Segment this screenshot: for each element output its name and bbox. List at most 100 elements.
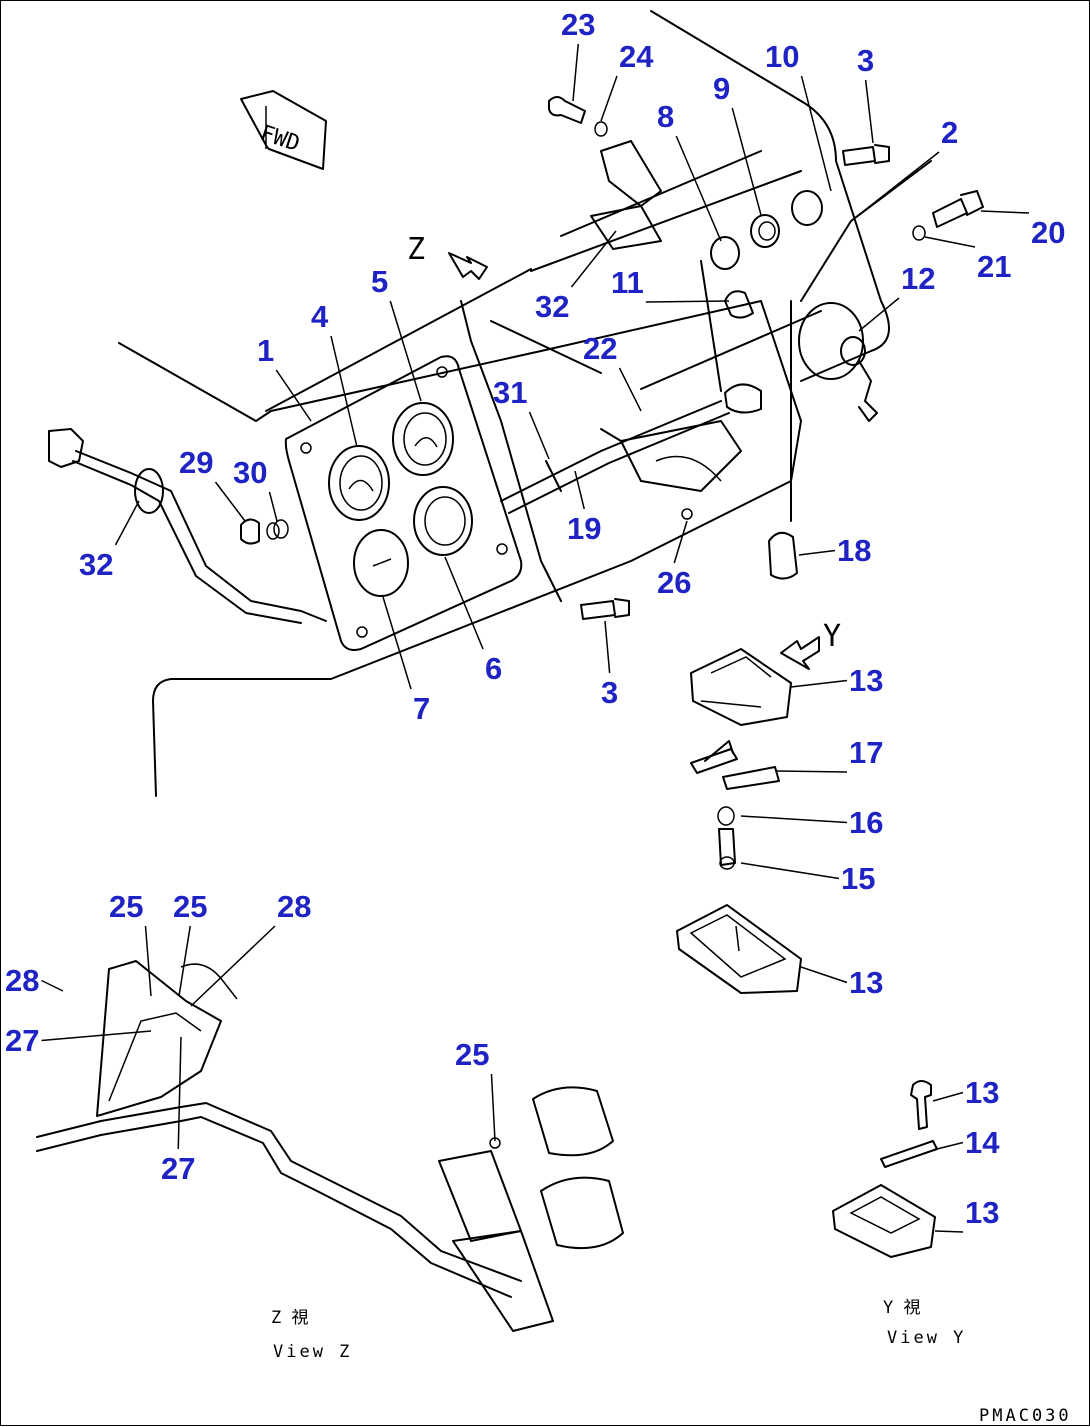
callout-28: 28 <box>5 963 39 998</box>
leader-line-27 <box>41 1030 152 1042</box>
leader-line-13 <box>934 1230 964 1233</box>
leader-line-24 <box>600 75 618 122</box>
callout-32: 32 <box>535 289 569 324</box>
leader-line-8 <box>675 135 722 242</box>
callout-3: 3 <box>857 43 874 78</box>
harness-bar <box>500 400 730 514</box>
callout-22: 22 <box>583 331 617 366</box>
callout-27: 27 <box>161 1151 195 1186</box>
z-arrow-label: Z <box>407 232 425 267</box>
leader-line-1 <box>275 369 312 422</box>
callout-24: 24 <box>619 39 654 74</box>
leader-line-29 <box>214 481 246 522</box>
gauge-5 <box>392 402 454 476</box>
bolt-3-mid <box>580 598 630 620</box>
fuses-17 <box>690 740 780 790</box>
leader-line-13 <box>932 1091 964 1102</box>
leader-line-31 <box>528 411 550 460</box>
leader-line-17 <box>776 770 848 773</box>
leader-line-5 <box>389 300 422 402</box>
leader-line-32 <box>114 500 140 546</box>
leader-line-27 <box>177 1036 182 1150</box>
key-switch-12 <box>798 302 878 422</box>
connector-harness <box>590 140 662 250</box>
callout-8: 8 <box>657 99 674 134</box>
leader-line-25 <box>178 925 191 997</box>
leader-line-15 <box>740 862 840 880</box>
callout-25: 25 <box>173 889 207 924</box>
bolt-3-top <box>842 144 890 166</box>
view-y-caption: View Y <box>887 1328 966 1348</box>
leader-line-3 <box>604 620 611 674</box>
switch-10 <box>791 190 823 226</box>
cable-left <box>48 428 327 624</box>
callout-11: 11 <box>611 265 644 300</box>
bolt-20 <box>932 190 984 228</box>
z-arrow-icon <box>448 252 488 280</box>
cover-13 <box>676 904 802 994</box>
leader-line-7 <box>382 596 412 690</box>
leader-line-28 <box>190 925 276 1007</box>
instrument-plate <box>284 355 523 651</box>
callout-17: 17 <box>849 735 883 770</box>
callout-14: 14 <box>965 1125 1000 1160</box>
callout-21: 21 <box>977 249 1011 284</box>
callout-3: 3 <box>601 675 618 710</box>
y-arrow-label: Y <box>823 619 841 654</box>
fwd-label: FWD <box>257 121 303 157</box>
leader-line-19 <box>574 470 585 510</box>
callout-7: 7 <box>413 691 430 726</box>
callout-18: 18 <box>837 533 871 568</box>
switch-9 <box>750 214 780 248</box>
drawing-code: PMAC030 <box>979 1406 1072 1426</box>
callout-13: 13 <box>849 663 883 698</box>
callout-1: 1 <box>257 333 274 368</box>
leader-line-20 <box>980 210 1030 214</box>
callout-19: 19 <box>567 511 601 546</box>
leader-line-30 <box>268 491 278 522</box>
callout-30: 30 <box>233 455 267 490</box>
callout-20: 20 <box>1031 215 1065 250</box>
bracket-26 <box>620 420 742 520</box>
callout-6: 6 <box>485 651 502 686</box>
callout-16: 16 <box>849 805 883 840</box>
callout-32: 32 <box>79 547 113 582</box>
cap-7 <box>353 529 409 597</box>
leader-line-13 <box>800 966 848 984</box>
callout-5: 5 <box>371 264 388 299</box>
leader-line-25 <box>144 925 152 997</box>
leader-line-12 <box>858 297 900 332</box>
view-z-kanji: Z 視 <box>271 1308 308 1328</box>
leader-line-16 <box>740 815 848 824</box>
leader-line-28 <box>41 979 64 992</box>
leader-line-18 <box>798 549 836 556</box>
bolt-23 <box>548 96 586 124</box>
leader-lines <box>41 43 1030 1233</box>
clip-29 <box>240 518 260 545</box>
clamp-22 <box>724 383 762 414</box>
leader-line-9 <box>731 107 762 216</box>
callout-28: 28 <box>277 889 311 924</box>
callout-4: 4 <box>311 299 329 334</box>
callout-29: 29 <box>179 445 213 480</box>
washer-16 <box>717 806 735 826</box>
switch-11 <box>724 290 754 319</box>
y-arrow-icon <box>780 636 820 670</box>
view-y-kanji: Y 視 <box>883 1298 920 1318</box>
callout-13: 13 <box>965 1075 999 1110</box>
washer-24 <box>594 121 608 137</box>
leader-line-32 <box>570 230 617 288</box>
screw-15 <box>718 828 736 870</box>
callout-27: 27 <box>5 1023 39 1058</box>
callout-9: 9 <box>713 71 730 106</box>
leader-line-10 <box>800 75 832 192</box>
switch-8 <box>710 236 740 270</box>
fuse-box-13 <box>690 648 792 726</box>
washer-21 <box>912 225 926 241</box>
view-z-caption: View Z <box>273 1342 352 1362</box>
gauge-6 <box>413 486 473 556</box>
leader-line-23 <box>572 43 579 102</box>
